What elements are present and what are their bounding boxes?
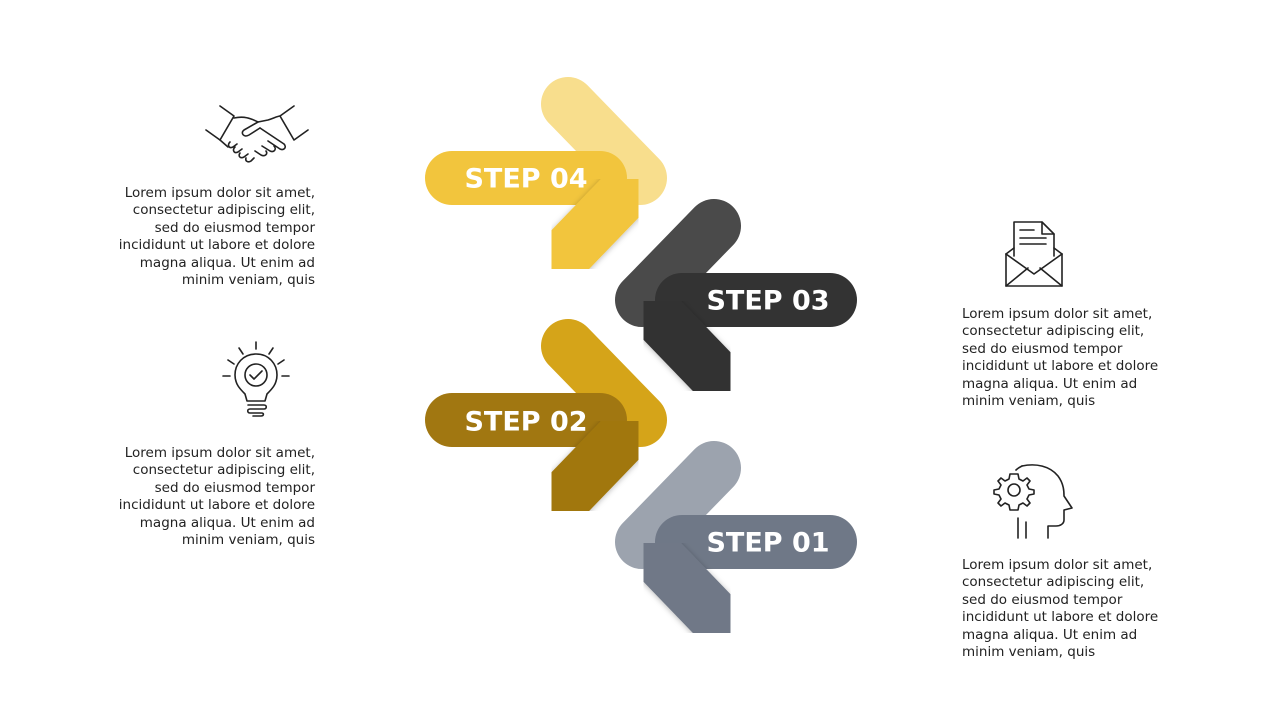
envelope-letter-icon: [1004, 220, 1066, 290]
step-04-upper-wing: [541, 77, 667, 205]
step-02-arrow: STEP 02: [425, 319, 667, 521]
step-01-arrow: STEP 01: [615, 441, 857, 643]
step-02-description: Lorem ipsum dolor sit amet, consectetur …: [118, 445, 315, 549]
step-01-lower-wing: [633, 533, 741, 643]
step-02-upper-wing: [541, 319, 667, 447]
step-03-label: STEP 03: [706, 286, 829, 317]
step-01-upper-wing: [615, 441, 741, 569]
lightbulb-check-icon: [220, 340, 292, 420]
step-04-lower-wing: [541, 169, 649, 279]
handshake-icon: [204, 100, 310, 166]
step-04-description: Lorem ipsum dolor sit amet, consectetur …: [118, 185, 315, 289]
step-04-label: STEP 04: [464, 164, 587, 195]
step-01-label: STEP 01: [706, 528, 829, 559]
step-04-arrow: STEP 04: [425, 77, 667, 279]
step-03-arrow: STEP 03: [615, 199, 857, 401]
step-03-lower-wing: [633, 291, 741, 401]
step-03-upper-wing: [615, 199, 741, 327]
head-gear-icon: [988, 462, 1074, 542]
step-02-label: STEP 02: [464, 407, 587, 438]
step-02-lower-wing: [541, 411, 649, 521]
step-01-description: Lorem ipsum dolor sit amet, consectetur …: [962, 557, 1159, 661]
step-03-description: Lorem ipsum dolor sit amet, consectetur …: [962, 306, 1159, 410]
